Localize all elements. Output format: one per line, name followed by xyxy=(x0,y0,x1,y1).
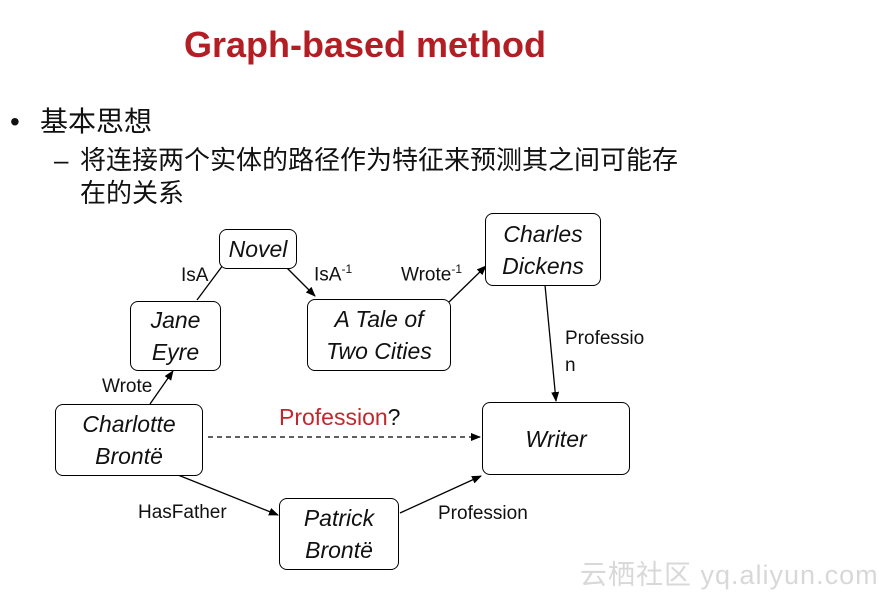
node-tale-line2: Two Cities xyxy=(326,338,432,364)
node-charles-dickens: Charles Dickens xyxy=(485,213,601,286)
node-writer: Writer xyxy=(482,402,630,475)
node-novel: Novel xyxy=(219,229,297,269)
label-profession-bottom: Profession xyxy=(438,503,528,524)
node-novel-label: Novel xyxy=(228,236,288,262)
label-isa: IsA xyxy=(181,265,209,286)
label-profession-right-line2: n xyxy=(565,355,576,376)
node-tale-line1: A Tale of xyxy=(334,306,424,332)
node-patrick-line1: Patrick xyxy=(303,505,375,531)
node-jane-eyre-line2: Eyre xyxy=(151,339,200,365)
label-profession-right: Professio n xyxy=(565,325,644,379)
slide-title: Graph-based method xyxy=(183,24,547,65)
label-isa-inverse-sup: -1 xyxy=(341,262,353,276)
bullet-level-2-line2: 在的关系 xyxy=(80,178,185,208)
edge-profession-right xyxy=(544,284,560,402)
edge-hasfather xyxy=(177,474,279,516)
edge-wrote-inverse xyxy=(447,265,487,304)
edge-wrote xyxy=(149,370,174,405)
node-dickens-line1: Charles xyxy=(503,220,583,247)
edge-profession-bottom xyxy=(399,475,482,514)
label-query-profession: Profession? xyxy=(279,404,400,431)
node-patrick-line2: Brontë xyxy=(305,537,373,563)
bullet-level-1: • 基本思想 xyxy=(10,100,152,140)
node-charlotte-line1: Charlotte xyxy=(82,411,176,437)
node-jane-eyre: Jane Eyre xyxy=(130,301,221,371)
label-hasfather: HasFather xyxy=(138,502,227,523)
node-charlotte-line2: Brontë xyxy=(95,443,163,469)
node-jane-eyre-line1: Jane xyxy=(150,307,201,333)
label-wrote: Wrote xyxy=(102,376,153,397)
watermark: 云栖社区 yq.aliyun.com xyxy=(580,560,879,590)
bullet-level-2-line1: 将连接两个实体的路径作为特征来预测其之间可能存 xyxy=(80,145,679,175)
node-tale-of-two-cities: A Tale of Two Cities xyxy=(307,299,451,371)
label-profession-right-line1: Professio xyxy=(565,328,645,349)
node-dickens-line2: Dickens xyxy=(502,252,584,279)
edge-isa-inverse xyxy=(286,267,316,297)
bullet-dot-icon: • xyxy=(10,106,20,137)
node-charlotte-bronte: Charlotte Brontë xyxy=(55,404,203,476)
label-isa-inverse: IsA-1 xyxy=(314,262,353,286)
bullet-level-1-text: 基本思想 xyxy=(40,106,153,137)
node-writer-label: Writer xyxy=(525,425,587,452)
label-wrote-inverse-sup: -1 xyxy=(451,262,463,276)
label-query-relation: Profession xyxy=(279,404,388,430)
bullet-level-2: –将连接两个实体的路径作为特征来预测其之间可能存 在的关系 xyxy=(54,144,678,210)
node-patrick-bronte: Patrick Brontë xyxy=(279,498,399,570)
label-wrote-inverse: Wrote-1 xyxy=(401,262,463,286)
label-query-mark: ? xyxy=(387,404,401,430)
bullet-dash-icon: – xyxy=(54,145,69,175)
